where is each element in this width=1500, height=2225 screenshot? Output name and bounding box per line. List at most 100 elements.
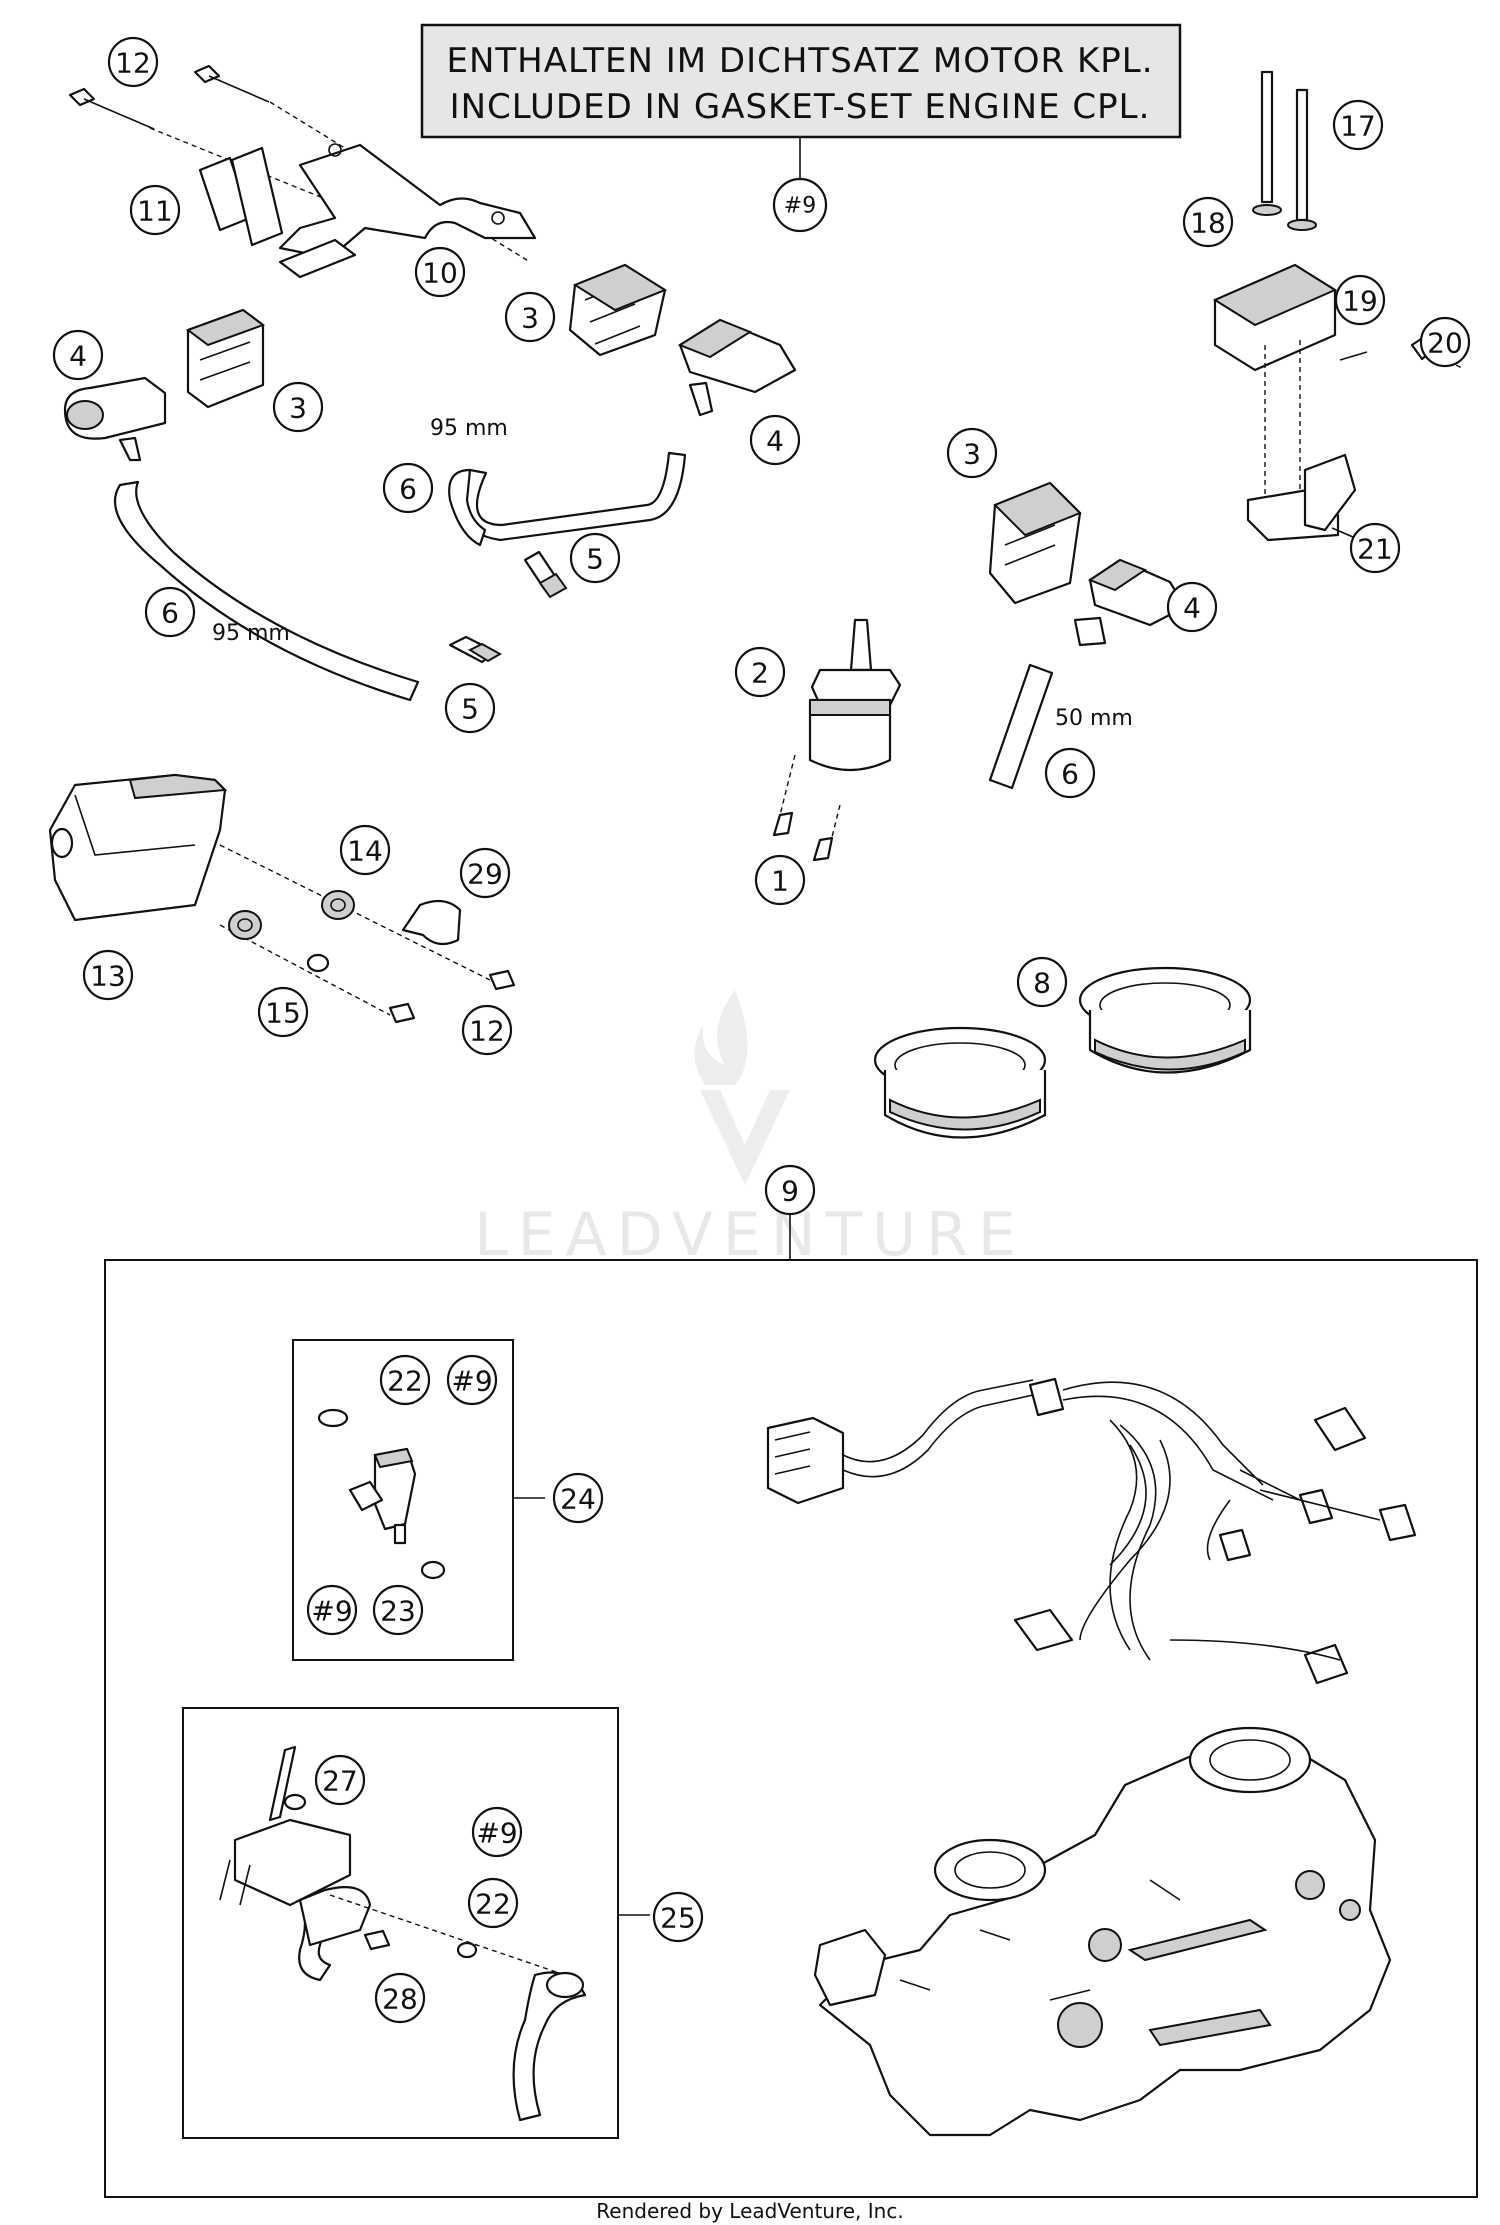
callout-label: 6 — [399, 473, 417, 506]
callout-c2: 2 — [734, 646, 786, 698]
throttle-body — [813, 1726, 1392, 2137]
callout-circle — [652, 1891, 704, 1943]
callout-circle — [379, 1354, 431, 1406]
watermark-text: LEADVENTURE — [474, 1200, 1026, 1270]
callout-c17: 17 — [1332, 99, 1384, 151]
callout-circle — [52, 329, 104, 381]
callout-label: 3 — [521, 302, 539, 335]
callout-label: 13 — [90, 960, 126, 993]
footer-credit: Rendered by LeadVenture, Inc. — [596, 2199, 903, 2223]
callout-label: #9 — [451, 1365, 492, 1398]
callout-c12b: 12 — [461, 1004, 513, 1056]
callout-label: 22 — [475, 1888, 511, 1921]
callout-c12a: 12 — [107, 36, 159, 88]
callout-c3c: 3 — [946, 427, 998, 479]
callout-circle — [569, 532, 621, 584]
callout-c13: 13 — [82, 949, 134, 1001]
callout-c14: 14 — [339, 824, 391, 876]
callouts: 1211104336655417181920213426114291315128… — [52, 36, 1471, 2024]
spacer-part-29 — [401, 899, 462, 946]
callout-circle — [446, 1354, 498, 1406]
callout-c29: 29 — [459, 847, 511, 899]
callout-c28: 28 — [374, 1972, 426, 2024]
throttle-body-group-frame — [104, 1259, 1478, 2198]
callout-c4a: 4 — [52, 329, 104, 381]
callout-circle — [1349, 522, 1401, 574]
connector-part-3-left — [185, 308, 266, 409]
callout-label: 14 — [347, 835, 383, 868]
callout-circle — [1166, 581, 1218, 633]
callout-c9ref_b: #9 — [306, 1584, 358, 1636]
callout-label: 15 — [265, 997, 301, 1030]
gasket-note: ENTHALTEN IM DICHTSATZ MOTOR KPL. INCLUD… — [420, 23, 1182, 178]
callout-label: #9 — [476, 1817, 517, 1850]
pressure-sensor-part-4-middle — [677, 318, 797, 417]
callout-c4c: 4 — [1166, 581, 1218, 633]
callout-circle — [129, 184, 181, 236]
callout-circle — [467, 1877, 519, 1929]
callout-circle — [1419, 316, 1471, 368]
callout-circle — [459, 847, 511, 899]
callout-c15: 15 — [257, 986, 309, 1038]
callout-c1: 1 — [754, 854, 806, 906]
bracket-assembly-right — [1212, 70, 1465, 542]
dimension-label-hose-right: 50 mm — [1055, 706, 1133, 731]
hose-part-6-middle — [448, 451, 687, 547]
callout-label: 6 — [1061, 758, 1079, 791]
callout-c22a: 22 — [379, 1354, 431, 1406]
callout-circle — [257, 986, 309, 1038]
callout-c5b: 5 — [444, 682, 496, 734]
callout-label: 4 — [766, 425, 784, 458]
callout-circle — [306, 1584, 358, 1636]
callout-label: 5 — [461, 693, 479, 726]
callout-c9: 9 — [764, 1164, 816, 1216]
nipple-part-5-upper — [523, 550, 568, 599]
callout-circle — [772, 177, 828, 233]
callout-c8: 8 — [1016, 956, 1068, 1008]
callout-label: 21 — [1357, 533, 1393, 566]
injector-kit-box — [292, 1339, 514, 1661]
callout-c18: 18 — [1182, 196, 1234, 248]
callout-c4b: 4 — [749, 414, 801, 466]
hose-part-6-left — [113, 480, 420, 702]
grommet-part-14 — [321, 890, 355, 920]
idle-valve-assembly — [219, 1745, 587, 2122]
callout-label: #9 — [784, 194, 816, 219]
callout-c11: 11 — [129, 184, 181, 236]
callout-label: 12 — [115, 47, 151, 80]
callout-label: 24 — [560, 1483, 596, 1516]
callout-circle — [504, 291, 556, 343]
dimension-label-hose-middle: 95 mm — [430, 416, 508, 441]
callout-circle — [946, 427, 998, 479]
intake-sleeve-part-8 — [873, 966, 1252, 1139]
callout-circle — [1334, 274, 1386, 326]
callout-circle — [764, 1164, 816, 1216]
ecu-part-13 — [48, 773, 491, 1016]
callout-circle — [144, 586, 196, 638]
dimension-label-hose-left: 95 mm — [212, 621, 290, 646]
callout-c6c: 6 — [1044, 747, 1096, 799]
callout-c25: 25 — [652, 1891, 704, 1943]
callout-label: 19 — [1342, 285, 1378, 318]
callout-c22b: 22 — [467, 1877, 519, 1929]
grommet-part-15 — [228, 910, 330, 973]
callout-label: 4 — [69, 340, 87, 373]
callout-c24: 24 — [552, 1472, 604, 1524]
bracket-assembly — [68, 64, 537, 279]
callout-note-ref: #9 — [772, 177, 828, 233]
callout-label: 8 — [1033, 967, 1051, 1000]
callout-c9ref_c: #9 — [471, 1806, 523, 1858]
callout-label: 11 — [137, 195, 173, 228]
callout-label: 1 — [771, 865, 789, 898]
wiring-harness — [766, 1377, 1417, 1685]
callout-label: 2 — [751, 657, 769, 690]
callout-label: 20 — [1427, 327, 1463, 360]
watermark-logo — [694, 990, 790, 1185]
callout-c20: 20 — [1419, 316, 1471, 368]
fuel-injector — [317, 1408, 446, 1580]
callout-label: 29 — [467, 858, 503, 891]
callout-label: 3 — [963, 438, 981, 471]
callout-c19: 19 — [1334, 274, 1386, 326]
callout-circle — [374, 1972, 426, 2024]
